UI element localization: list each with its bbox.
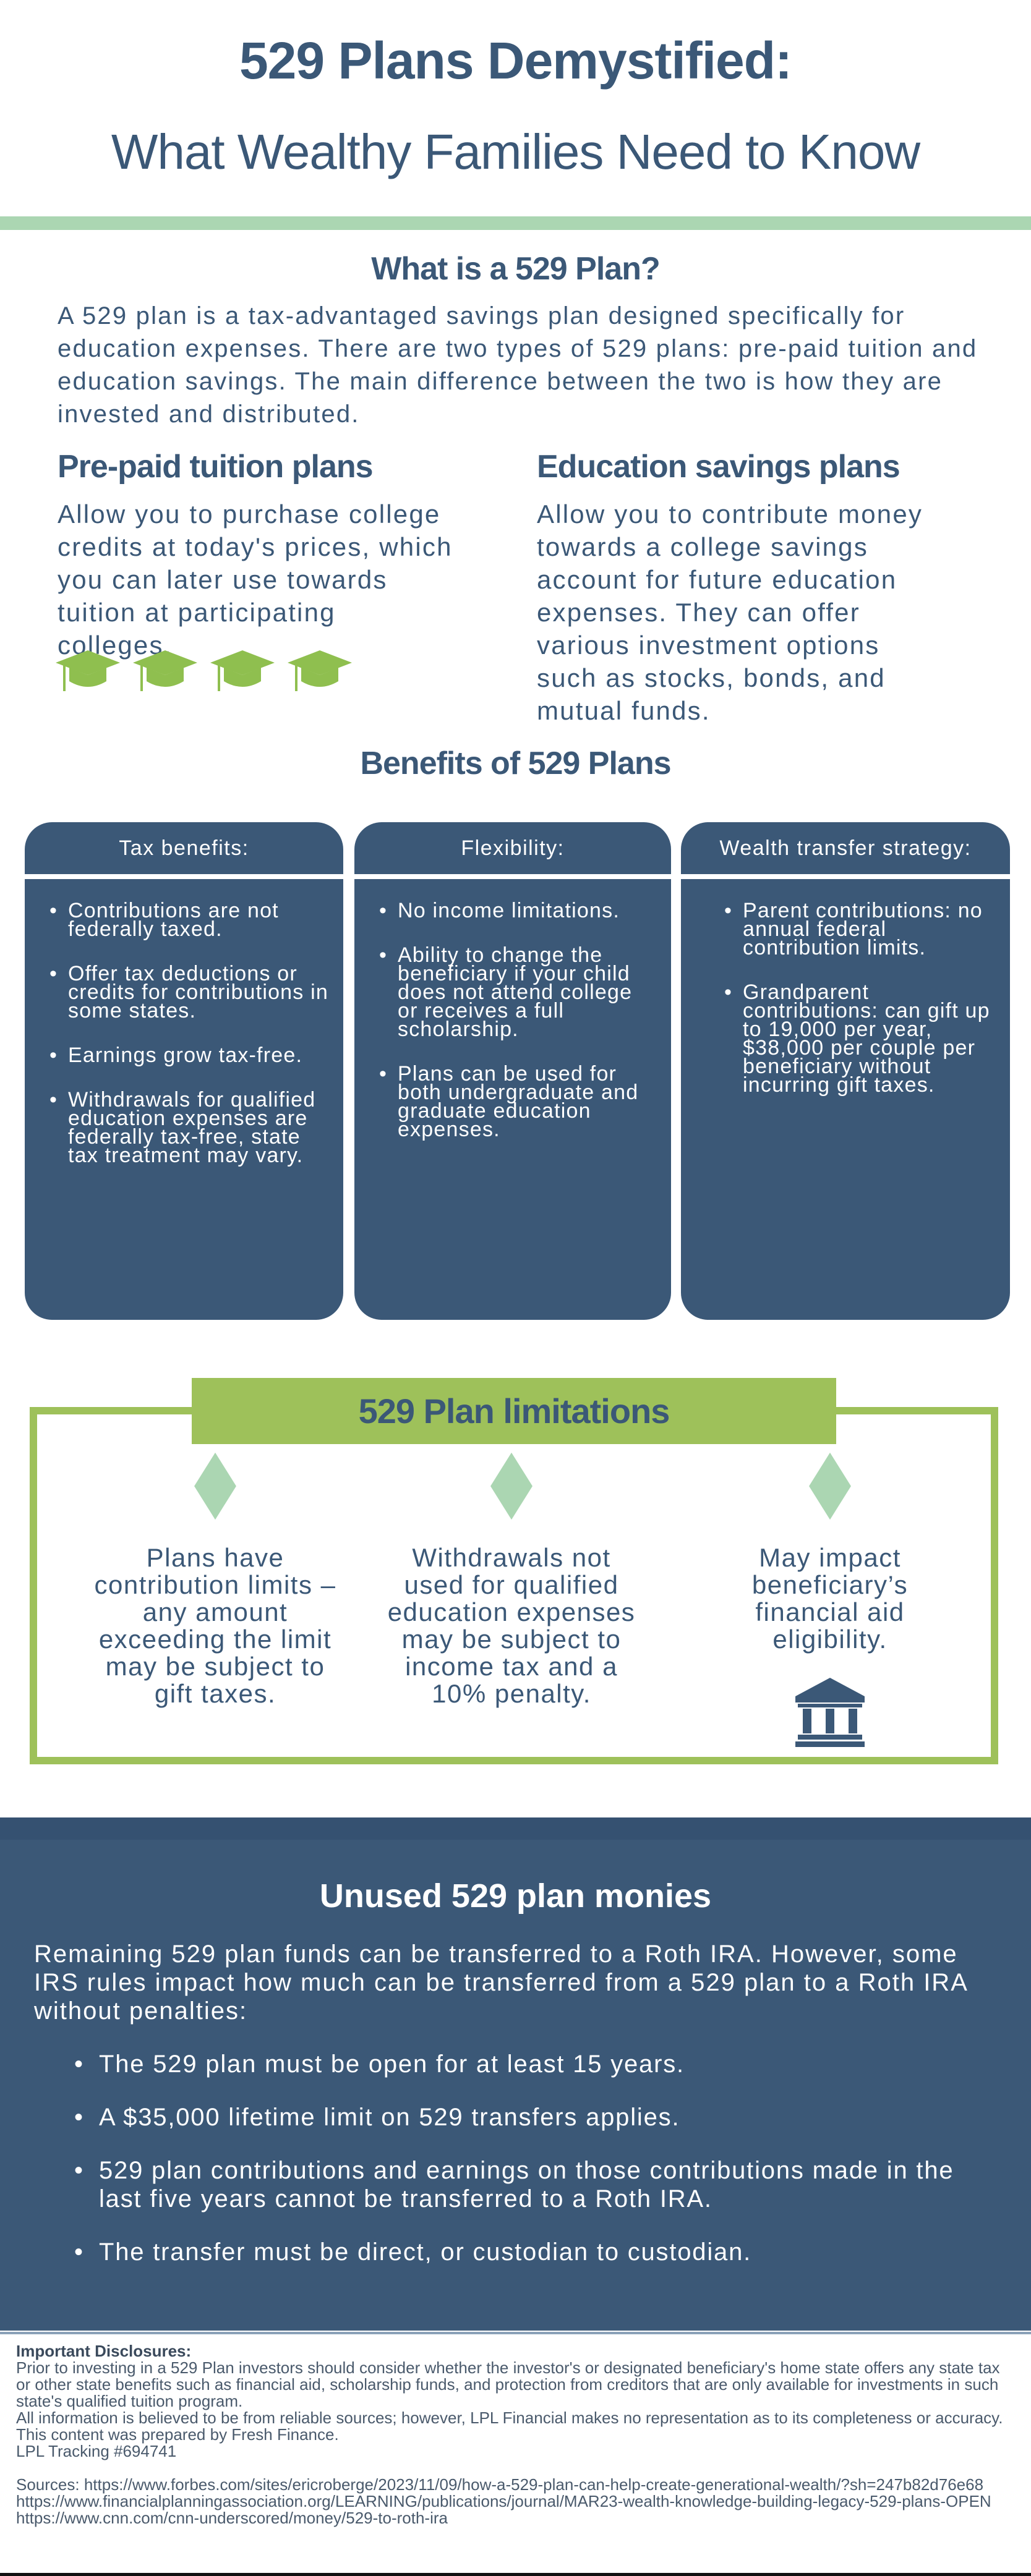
page-title: 529 Plans Demystified: xyxy=(239,32,792,90)
source-link[interactable]: Sources: https://www.forbes.com/sites/er… xyxy=(16,2475,984,2494)
list-item: Ability to change the beneficiary if you… xyxy=(379,945,659,1040)
list-item: A $35,000 lifetime limit on 529 transfer… xyxy=(74,2103,965,2132)
graduation-cap-icon xyxy=(210,650,275,691)
list-item: Offer tax deductions or credits for cont… xyxy=(49,963,331,1021)
savings-heading: Education savings plans xyxy=(537,449,901,485)
page-subtitle: What Wealthy Families Need to Know xyxy=(111,124,920,179)
list-item: Parent contributions: no annual federal … xyxy=(724,900,998,958)
intro-heading: What is a 529 Plan? xyxy=(371,251,661,287)
list-item: No income limitations. xyxy=(379,900,659,921)
disclosures-heading: Important Disclosures: xyxy=(16,2342,192,2360)
benefit-card-flexibility: Flexibility: No income limitations. Abil… xyxy=(354,822,671,1320)
list-item: The 529 plan must be open for at least 1… xyxy=(74,2050,965,2078)
list-item: The transfer must be direct, or custodia… xyxy=(74,2238,965,2266)
disclosures: Important Disclosures: Prior to investin… xyxy=(0,2332,1031,2576)
source-link[interactable]: https://www.cnn.com/cnn-underscored/mone… xyxy=(16,2509,448,2527)
source-link[interactable]: https://www.financialplanningassociation… xyxy=(16,2492,991,2510)
benefit-card-wealth-transfer: Wealth transfer strategy: Parent contrib… xyxy=(681,822,1010,1320)
list-item: Earnings grow tax-free. xyxy=(49,1045,331,1066)
limitation-text: Plans have contribution limits – any amo… xyxy=(94,1543,336,1708)
card-title: Flexibility: xyxy=(354,822,671,879)
unused-monies-section: Unused 529 plan monies Remaining 529 pla… xyxy=(0,1817,1031,2331)
disclosure-line: Prior to investing in a 529 Plan investo… xyxy=(16,2358,1000,2410)
list-item: Contributions are not federally taxed. xyxy=(49,900,331,940)
disclosure-line: All information is believed to be from r… xyxy=(16,2408,1003,2427)
limitations-heading: 529 Plan limitations xyxy=(192,1378,836,1444)
graduation-cap-icon xyxy=(56,650,120,691)
limitation-text: May impact beneficiary’s financial aid e… xyxy=(751,1543,909,1654)
limitation-text: Withdrawals not used for qualified educa… xyxy=(387,1543,636,1708)
list-item: Grandparent contributions: can gift up t… xyxy=(724,982,998,1095)
prepaid-heading: Pre-paid tuition plans xyxy=(58,449,374,485)
card-title: Wealth transfer strategy: xyxy=(681,822,1010,879)
intro-text: A 529 plan is a tax-advantaged savings p… xyxy=(58,302,978,428)
limitation-item: Withdrawals not used for qualified educa… xyxy=(382,1452,641,1708)
list-item: Withdrawals for qualified education expe… xyxy=(49,1089,331,1166)
graduation-cap-icon xyxy=(288,650,352,691)
disclosure-line: This content was prepared by Fresh Finan… xyxy=(16,2425,339,2444)
graduation-cap-icon xyxy=(133,650,197,691)
limitation-item: May impact beneficiary’s financial aid e… xyxy=(700,1452,960,1750)
benefits-heading: Benefits of 529 Plans xyxy=(360,746,671,781)
benefit-card-tax: Tax benefits: Contributions are not fede… xyxy=(25,822,343,1320)
limitations-frame xyxy=(30,1407,998,1764)
limitation-item: Plans have contribution limits – any amo… xyxy=(85,1452,345,1708)
card-title: Tax benefits: xyxy=(25,822,343,879)
bank-building-icon xyxy=(795,1678,865,1747)
unused-text: Remaining 529 plan funds can be transfer… xyxy=(34,1941,967,2025)
prepaid-text: Allow you to purchase college credits at… xyxy=(58,499,453,660)
unused-heading: Unused 529 plan monies xyxy=(319,1877,712,1915)
divider-bar xyxy=(0,216,1031,230)
savings-text: Allow you to contribute money towards a … xyxy=(537,499,923,725)
graduation-caps xyxy=(56,649,353,695)
list-item: Plans can be used for both undergraduate… xyxy=(379,1063,659,1140)
disclosure-line: LPL Tracking #694741 xyxy=(16,2442,177,2460)
list-item: 529 plan contributions and earnings on t… xyxy=(74,2156,965,2213)
